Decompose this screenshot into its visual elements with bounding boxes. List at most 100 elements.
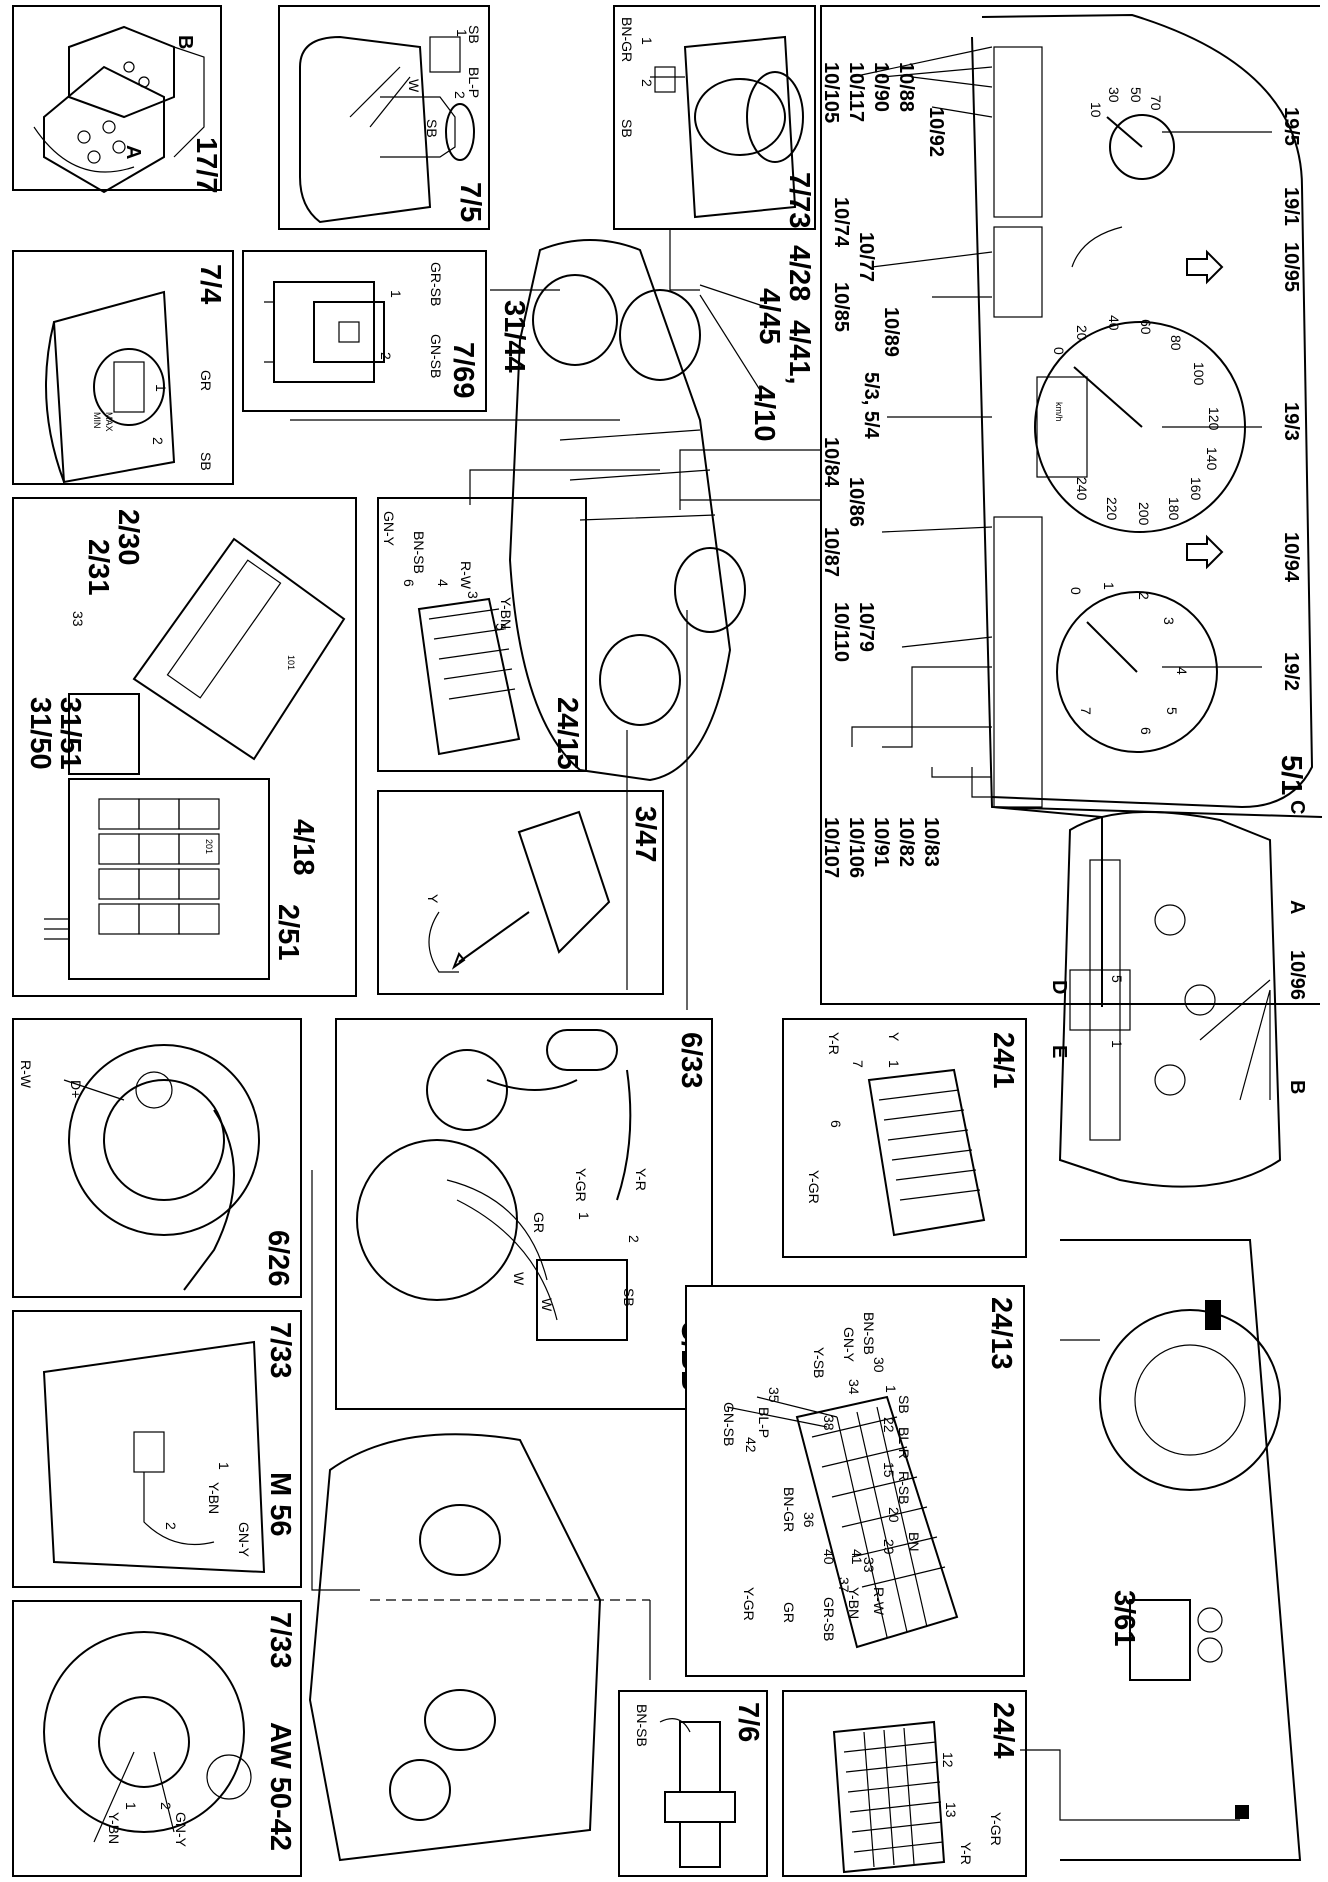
panel-24-13: Y-SB GN-Y BN-SB SB BL-R R-SB GN-SB BL-P …: [685, 1285, 1025, 1677]
panel-id: 7/5: [454, 182, 486, 223]
cluster-back-drawing: [1058, 811, 1282, 1188]
ref-10-95: 10/95: [1280, 242, 1302, 293]
tacho-2: 2: [1136, 592, 1152, 600]
speedo-140: 140: [1204, 447, 1220, 471]
wire-gn-sb: GN-SB: [721, 1402, 737, 1447]
pin-2: 2: [163, 1522, 179, 1530]
panel-7-5: SB BL-P 1 2 W SB 7/5: [278, 5, 490, 230]
washer-reservoir-drawing: [299, 35, 475, 224]
ref-4-18: 4/18: [287, 819, 319, 876]
speedo-220: 220: [1104, 497, 1120, 521]
wire-sb-2: SB: [424, 119, 440, 138]
speedo-200: 200: [1136, 502, 1152, 526]
tacho-5: 5: [1164, 707, 1180, 715]
pin-5: 5: [493, 623, 509, 631]
sub-m56: M 56: [264, 1472, 296, 1537]
ref-19-5: 19/5: [1280, 107, 1302, 146]
speedo-80: 80: [1168, 335, 1184, 351]
pin-33: 33: [861, 1557, 877, 1573]
panel-24-15: GN-Y BN-SB R-W Y-BN 6 4 3 5 24/15: [377, 497, 587, 772]
wire-bl-p: BL-P: [756, 1407, 772, 1439]
panel-fuse-box: 2/30 2/31 33 31/51 31/50 4/18 2/51 101 2…: [12, 497, 357, 997]
wire-gr-sb: GR-SB: [821, 1597, 837, 1642]
ref-10-107: 10/107: [820, 817, 842, 879]
pin-2: 2: [452, 91, 468, 99]
panel-id: 7/6: [732, 1702, 764, 1743]
tag-1: 1: [1109, 1040, 1125, 1048]
panel-id: 24/13: [985, 1297, 1017, 1370]
connector-24-4-drawing: [832, 1720, 946, 1874]
ref-10-110: 10/110: [830, 602, 852, 663]
panel-24-1: Y-R Y 7 1 6 Y-GR 24/1: [782, 1018, 1027, 1258]
tag-5: 5: [1109, 975, 1125, 983]
ref-10-94: 10/94: [1280, 532, 1302, 583]
panel-id: 7/33: [264, 1612, 296, 1669]
wire-gn-y: GN-Y: [236, 1522, 252, 1557]
pin-29: 29: [881, 1539, 897, 1555]
wire-r-w: R-W: [458, 561, 474, 589]
wire-w: W: [406, 79, 422, 93]
ref-2-51: 2/51: [272, 904, 304, 961]
connector-24-13-drawing: [726, 1395, 959, 1649]
tag-a: A: [122, 145, 144, 160]
car-ref-31-44: 31/44: [498, 300, 530, 373]
ref-10-92: 10/92: [925, 107, 947, 158]
ref-10-89: 10/89: [880, 307, 902, 358]
mark-max: MAX: [104, 412, 114, 432]
pin-7: 7: [850, 1060, 866, 1068]
pin-2: 2: [150, 437, 166, 445]
speedo-20: 20: [1074, 325, 1090, 341]
speedo-100: 100: [1191, 362, 1207, 386]
ref-10-83: 10/83: [920, 817, 942, 868]
pin-37: 37: [836, 1577, 852, 1593]
ref-3-61: 3/61: [1108, 1590, 1140, 1647]
tag-e: E: [1048, 1045, 1070, 1059]
wire-sb: SB: [621, 1288, 637, 1307]
brake-reservoir-drawing: [650, 35, 804, 219]
pin-6: 6: [828, 1120, 844, 1128]
pin-34: 34: [846, 1379, 862, 1395]
wire-y-r: Y-R: [826, 1032, 842, 1055]
pin-15: 15: [881, 1462, 897, 1478]
oil-switch-drawing: [659, 1718, 736, 1868]
pin-20: 20: [886, 1507, 902, 1523]
temp-70: 70: [1148, 95, 1164, 111]
cluster-back: C A D E B 5 1 10/96: [1040, 800, 1320, 1200]
wire-bl-p: BL-P: [466, 67, 482, 99]
alternator-drawing: [63, 1044, 260, 1291]
ref-31-50: 31/50: [24, 697, 56, 770]
tag-d: D: [1048, 980, 1070, 995]
panel-id: 7/73: [783, 172, 815, 229]
panel-3-47: Y 3/47: [377, 790, 664, 995]
ref-10-77: 10/77: [855, 232, 877, 283]
pin-12: 12: [940, 1752, 956, 1768]
tag-b: B: [174, 35, 196, 50]
gearbox-aw-drawing: [43, 1631, 252, 1843]
pin-1: 1: [123, 1802, 139, 1810]
speedo-40: 40: [1106, 315, 1122, 331]
wire-gr: GR: [198, 370, 214, 391]
relay-bracket-drawing: [33, 25, 205, 194]
panel-id: 6/33: [675, 1032, 707, 1089]
ref-10-85: 10/85: [830, 282, 852, 333]
pin-4: 4: [435, 579, 451, 587]
tag-a: A: [1286, 900, 1308, 915]
pin-2: 2: [626, 1235, 642, 1243]
wire-y-r: Y-R: [958, 1842, 974, 1865]
wire-w: W: [511, 1272, 527, 1286]
pin-35: 35: [766, 1387, 782, 1403]
temp-30: 30: [1106, 87, 1122, 103]
pin-3: 3: [465, 591, 481, 599]
wire-bn-gr: BN-GR: [781, 1487, 797, 1533]
pin-2: 2: [158, 1802, 174, 1810]
panel-7-33-m56: 1 Y-BN GN-Y 2 7/33 M 56: [12, 1310, 302, 1588]
wire-gn-y: GN-Y: [173, 1812, 189, 1847]
ref-10-90: 10/90: [870, 62, 892, 113]
wire-gr-sb: GR-SB: [428, 262, 444, 307]
panel-id: 24/1: [987, 1032, 1019, 1089]
pin-1: 1: [576, 1212, 592, 1220]
speedo-60: 60: [1138, 319, 1154, 335]
speedo-120: 120: [1206, 407, 1222, 431]
connector-24-1-drawing: [867, 1068, 986, 1237]
ref-10-106: 10/106: [845, 817, 867, 879]
